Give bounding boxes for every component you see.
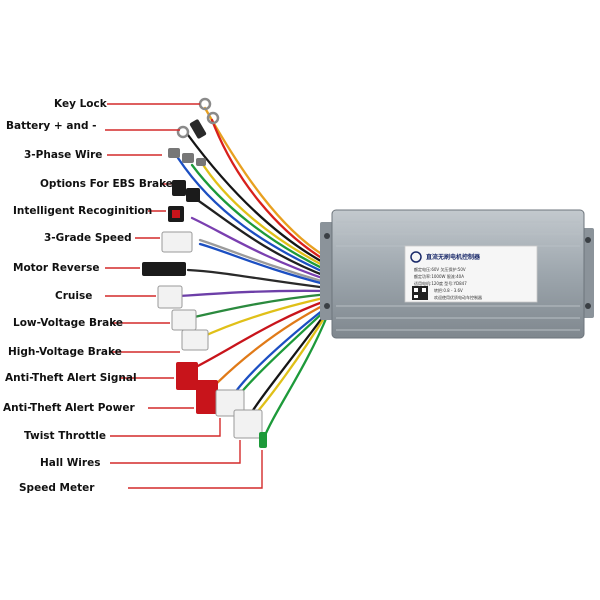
label-speed-meter: Speed Meter (19, 482, 95, 494)
label-anti-theft-power: Anti-Theft Alert Power (3, 402, 135, 414)
label-key-lock: Key Lock (54, 98, 107, 110)
label-anti-theft-signal: Anti-Theft Alert Signal (5, 372, 137, 384)
wire-3speed-b (198, 242, 330, 287)
label-high-voltage-brake: High-Voltage Brake (8, 346, 122, 358)
high-brake-connector (181, 329, 209, 351)
controller-case: 直流无刷电机控制器 额定电压:60V 欠压保护:50V 额定功率:1000W 限… (320, 209, 594, 339)
callout-lines (105, 103, 263, 489)
label-three-grade-speed: 3-Grade Speed (44, 232, 132, 244)
brand-logo-icon (410, 251, 422, 263)
speed-meter-pin (259, 432, 267, 448)
label-motor-reverse: Motor Reverse (13, 262, 100, 274)
wire-antitheft-pwr (210, 301, 330, 390)
reverse-connector (142, 262, 186, 276)
wire-cruise (178, 289, 330, 298)
phase-terminal (168, 148, 180, 158)
callout-speed-meter (128, 450, 263, 489)
label-three-phase: 3-Phase Wire (24, 149, 103, 161)
label-cruise: Cruise (55, 290, 93, 302)
three-speed-connector (161, 231, 193, 253)
wire-highbrake (198, 295, 330, 340)
label-hall-wires: Hall Wires (40, 457, 101, 469)
label-twist-throttle: Twist Throttle (24, 430, 107, 442)
wire-phase-yellow (198, 158, 330, 270)
callout-twist-throttle (110, 418, 221, 437)
wire-ebs (188, 193, 330, 279)
label-battery: Battery + and - (6, 120, 97, 132)
wire-battery-red (210, 118, 330, 264)
ebs-connector (172, 180, 186, 196)
label-intelligent: Intelligent Recoginition (13, 205, 153, 217)
svg-text:直流无刷电机控制器: 直流无刷电机控制器 (426, 253, 481, 261)
wire-hall-b (250, 310, 330, 420)
svg-text:适用电机:120度 型号:YD847: 适用电机:120度 型号:YD847 (414, 280, 467, 286)
mount-tab-right (582, 228, 594, 318)
wire-3speed-a (198, 238, 330, 285)
wire-phase-green (190, 163, 330, 273)
wire-antitheft-sig (188, 298, 330, 372)
mount-tab-left (320, 222, 334, 320)
wire-key-lock (203, 106, 330, 260)
battery-ring-terminal (206, 111, 220, 125)
callout-hall (110, 440, 241, 464)
wire-intelligent (190, 216, 330, 282)
svg-text:转把:0.8 - 3.6V: 转把:0.8 - 3.6V (434, 287, 463, 293)
wire-reverse (186, 268, 330, 290)
wire-lowbrake (188, 292, 330, 320)
hall-connector (233, 409, 263, 439)
cruise-connector (157, 285, 183, 309)
label-low-voltage-brake: Low-Voltage Brake (13, 317, 124, 329)
connectors (142, 97, 267, 448)
anti-theft-power-connector (196, 380, 218, 414)
wire-phase-blue (176, 156, 330, 276)
low-brake-connector (171, 309, 197, 331)
svg-text:欢迎使用优质电动车控制器: 欢迎使用优质电动车控制器 (434, 294, 482, 300)
svg-text:额定电压:60V 欠压保护:50V: 额定电压:60V 欠压保护:50V (414, 266, 466, 272)
anti-theft-signal-connector (176, 362, 198, 390)
wire-speed (261, 312, 330, 442)
label-ebs-brake: Options For EBS Brake (40, 178, 173, 190)
wire-harness (176, 106, 330, 442)
svg-text:额定功率:1000W 限流:40A: 额定功率:1000W 限流:40A (414, 273, 464, 279)
battery-ring-terminal-neg (176, 125, 190, 139)
wire-battery-black (186, 133, 330, 267)
